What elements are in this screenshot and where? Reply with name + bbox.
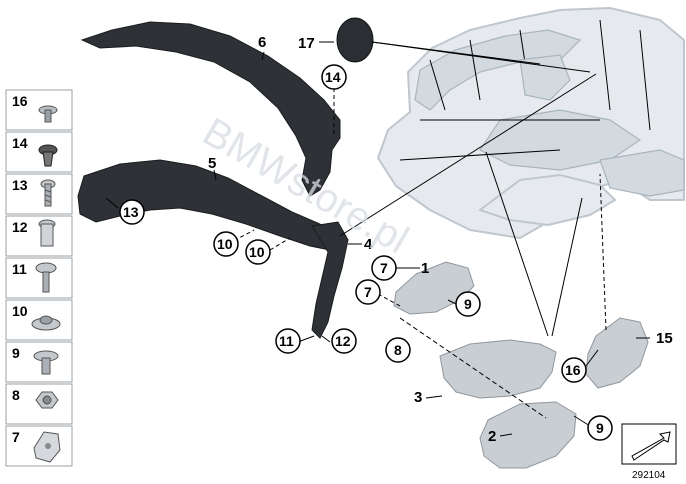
- expanding-rivet-icon: [38, 144, 58, 167]
- callout-2: 2: [488, 428, 496, 445]
- expanding-nut-icon: [38, 219, 56, 247]
- legend-box-9: [5, 341, 73, 383]
- hex-nut-icon: [35, 391, 59, 409]
- part-6-panel: [80, 21, 341, 197]
- legend-number-7: 7: [12, 429, 20, 445]
- callout-4: 4: [364, 236, 373, 253]
- callout-11: 11: [279, 333, 294, 349]
- reference-number: 292104: [632, 470, 666, 481]
- callout-3: 3: [414, 389, 422, 406]
- legend-number-10: 10: [12, 303, 28, 319]
- callout-5: 5: [208, 155, 216, 172]
- callout-9b: 9: [596, 420, 604, 436]
- legend-number-9: 9: [12, 345, 20, 361]
- part-2-shield: [479, 401, 577, 469]
- screw-icon: [40, 179, 56, 207]
- part-17-cap: [336, 17, 374, 63]
- callout-7a: 7: [380, 260, 388, 276]
- part-4-strut: [311, 221, 349, 339]
- vehicle-front-frame: [377, 7, 685, 239]
- callout-8: 8: [394, 342, 402, 358]
- part-3-shield: [439, 339, 557, 399]
- orientation-arrow-icon: [621, 423, 677, 465]
- legend-number-13: 13: [12, 177, 28, 193]
- part-1-bracket: [393, 261, 475, 315]
- callout-13: 13: [123, 204, 139, 220]
- callout-16: 16: [565, 362, 581, 378]
- legend-number-8: 8: [12, 387, 20, 403]
- callout-10a: 10: [217, 236, 233, 252]
- legend-box-14: [5, 131, 73, 173]
- callout-7b: 7: [364, 284, 372, 300]
- legend-number-12: 12: [12, 219, 28, 235]
- legend-number-14: 14: [12, 135, 28, 151]
- washer-nut-icon: [31, 315, 61, 331]
- callout-15: 15: [656, 330, 673, 347]
- flat-head-screw-icon: [35, 262, 57, 293]
- part-5-liner: [77, 159, 337, 251]
- callout-12: 12: [335, 333, 351, 349]
- callout-1: 1: [421, 260, 429, 277]
- spring-nut-icon: [33, 431, 61, 463]
- callout-6: 6: [258, 34, 266, 51]
- callout-14: 14: [325, 69, 341, 85]
- callout-17: 17: [298, 35, 315, 52]
- legend-number-11: 11: [12, 261, 27, 277]
- legend-number-16: 16: [12, 93, 28, 109]
- push-rivet-icon: [38, 105, 58, 123]
- clip-nut-icon: [33, 350, 59, 375]
- fastener-legend: 16 14 13 12 11 10: [5, 89, 73, 467]
- callout-10b: 10: [249, 244, 265, 260]
- legend-box-13: [5, 173, 73, 215]
- callout-9a: 9: [464, 296, 472, 312]
